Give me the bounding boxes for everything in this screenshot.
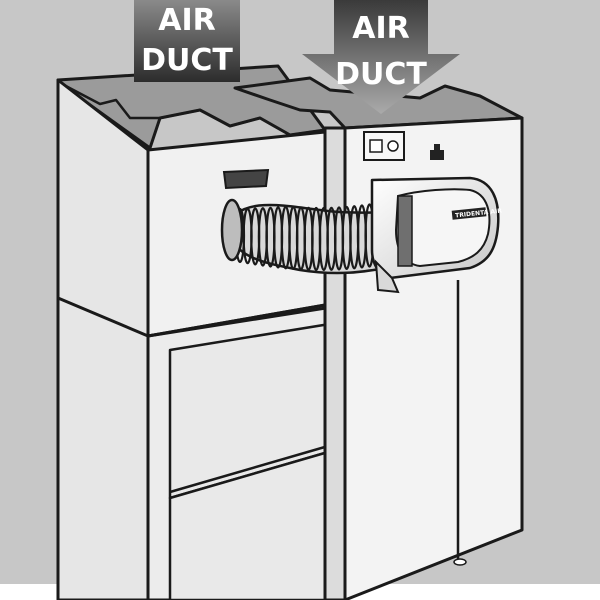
drawer-divider (169, 440, 343, 494)
left-cabinet-top-tear (61, 82, 326, 137)
left-duct-label-line1: AIR (158, 3, 215, 38)
right-plenum-front (323, 126, 347, 600)
left-cabinet-side-seam (57, 296, 149, 338)
drawer-lower (168, 446, 344, 600)
right-air-duct-arrow: AIR DUCT (302, 0, 460, 114)
valve-knob (430, 144, 444, 160)
right-duct-label-line2: DUCT (335, 57, 427, 92)
drain-end (453, 558, 467, 566)
duct-outlet-collar (222, 168, 270, 190)
control-box (363, 131, 405, 161)
humidifier-brand-label: TRIDENTA AIR (455, 208, 503, 220)
left-duct-label-line2: DUCT (141, 43, 233, 78)
left-cabinet-side (56, 78, 150, 600)
humidifier-unit: TRIDENTA AIR (370, 176, 503, 294)
right-duct-label-line1: AIR (352, 11, 409, 46)
left-air-duct-arrow: AIR DUCT (134, 0, 240, 82)
humidifier-brand-plate (451, 207, 487, 220)
